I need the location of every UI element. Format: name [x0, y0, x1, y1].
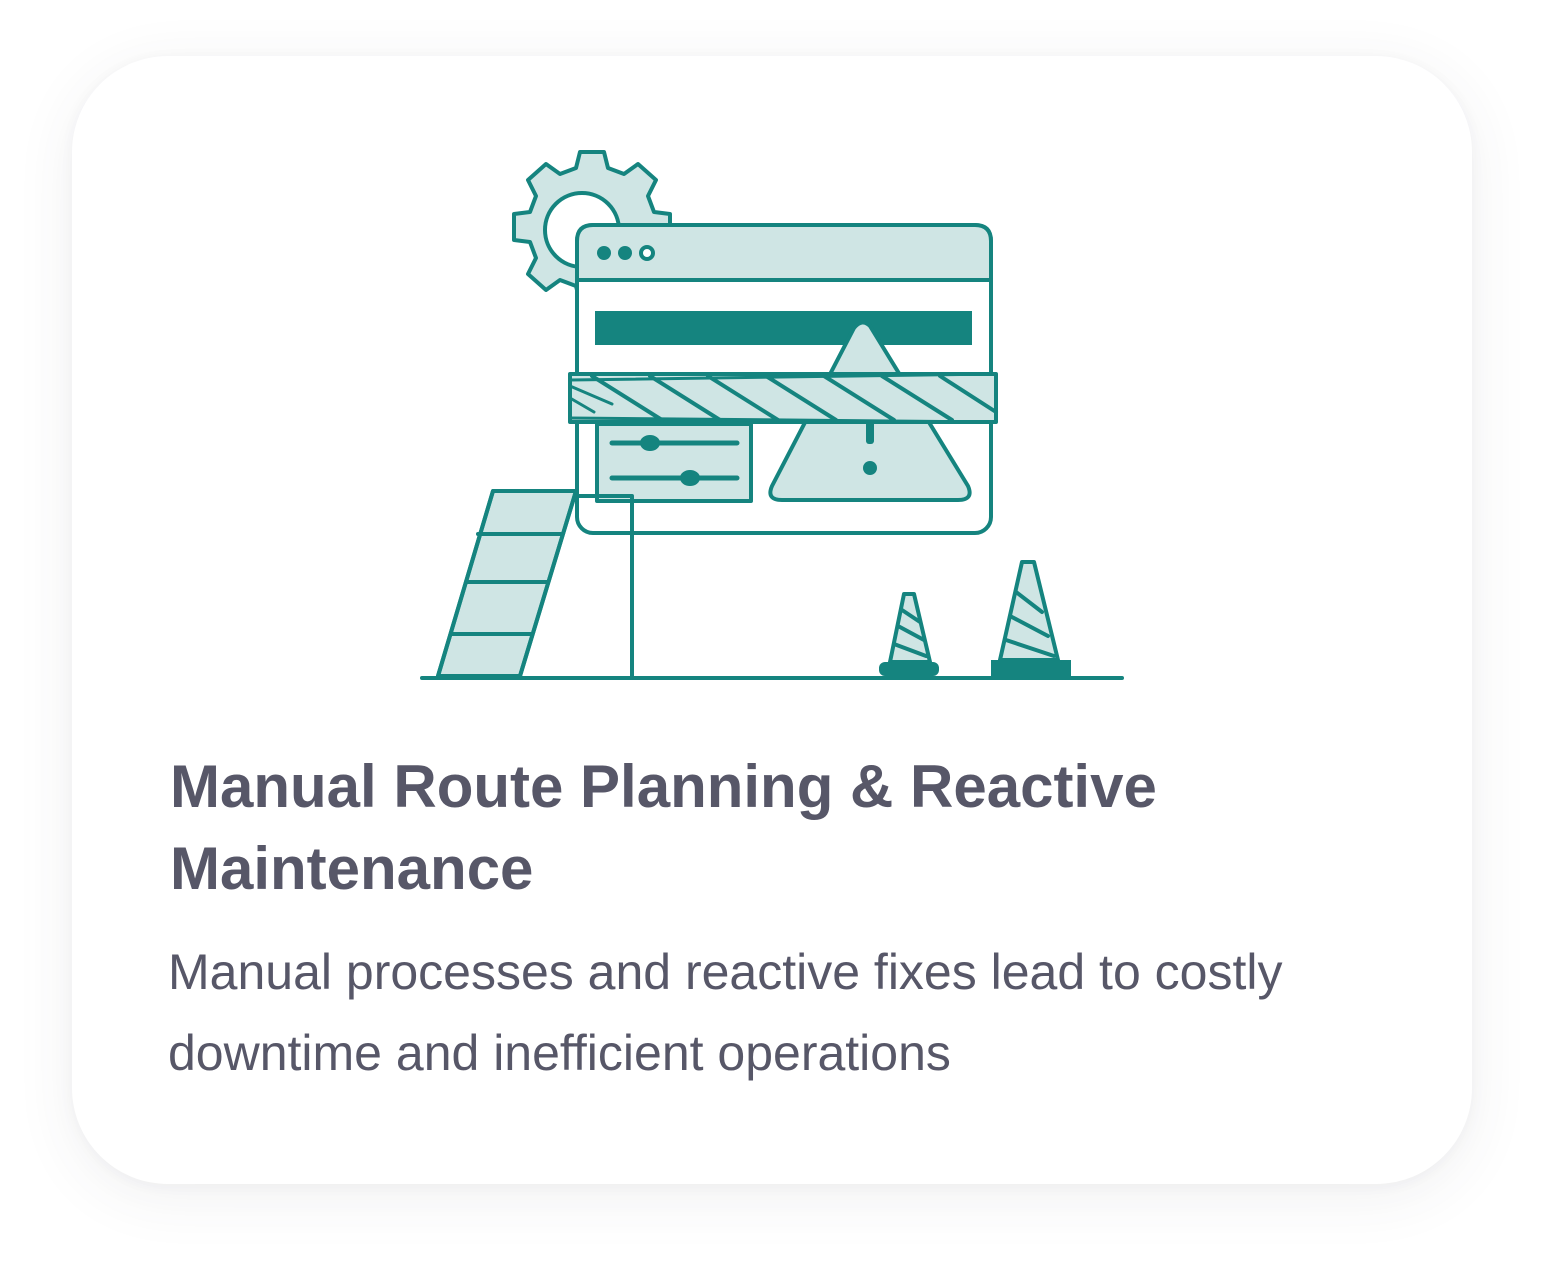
traffic-cone-large-icon	[991, 560, 1071, 678]
feature-card: Manual Route Planning & Reactive Mainten…	[72, 56, 1472, 1184]
traffic-cone-small-icon	[879, 592, 939, 676]
card-title: Manual Route Planning & Reactive Mainten…	[170, 753, 1157, 902]
maintenance-warning-illustration	[420, 150, 1124, 680]
sliders-panel-icon	[595, 422, 753, 503]
caution-tape-icon	[568, 372, 998, 424]
card-description: Manual processes and reactive fixes lead…	[168, 944, 1283, 1081]
